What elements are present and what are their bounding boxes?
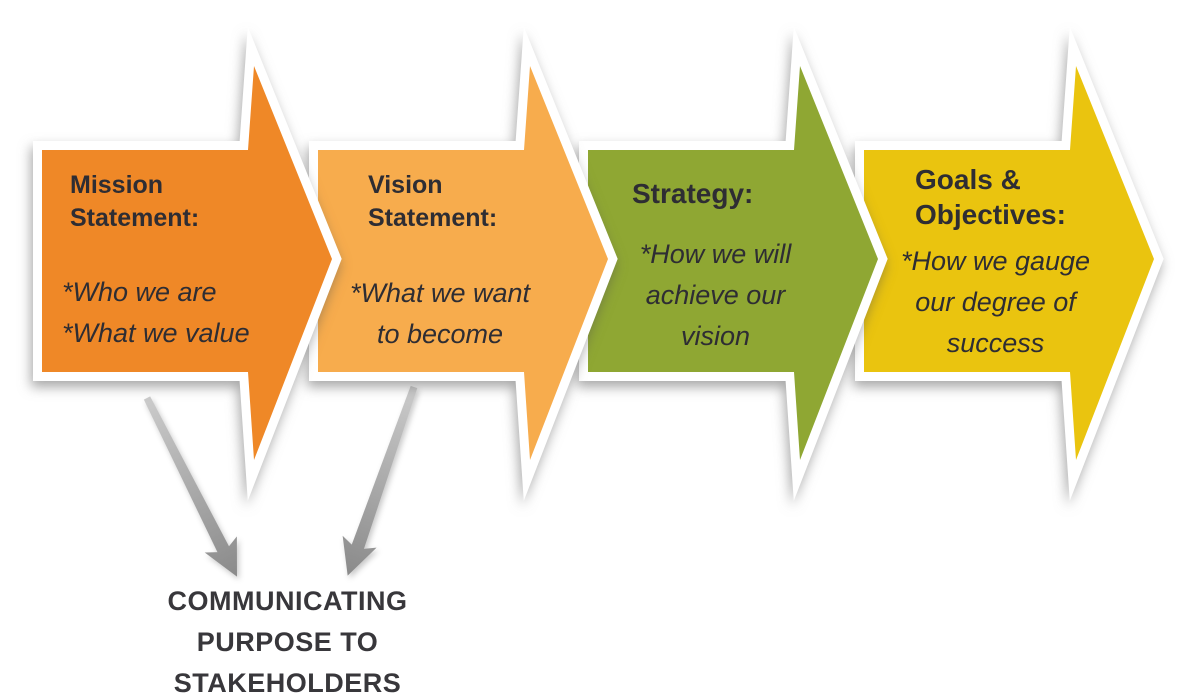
block-arrow-icon: [309, 26, 618, 501]
detail-line: our degree of: [915, 287, 1076, 317]
strategy-details: *How we will achieve our vision: [608, 234, 823, 357]
heading-line: Mission: [70, 171, 164, 199]
heading-line: Strategy:: [632, 178, 754, 209]
connector-arrows: [143, 385, 418, 577]
caption-line: PURPOSE TO: [196, 627, 379, 657]
heading-line: Statement:: [70, 204, 200, 232]
goals-objectives-arrow: Goals & Objectives: *How we gauge our de…: [854, 26, 1164, 501]
strategy-heading: Strategy:: [632, 176, 753, 211]
detail-line: vision: [680, 321, 751, 351]
heading-line: Statement:: [368, 204, 498, 232]
mission-arrow: Mission Statement: *Who we are *What we …: [32, 26, 342, 501]
block-arrow-icon: [855, 26, 1164, 501]
heading-line: Vision: [368, 171, 443, 199]
mission-heading: Mission Statement:: [70, 169, 199, 235]
detail-line: *What we value: [62, 318, 250, 348]
vision-heading: Vision Statement:: [368, 169, 497, 235]
block-arrow-icon: [579, 26, 888, 501]
detail-line: success: [946, 328, 1045, 358]
communicating-purpose-caption: COMMUNICATING PURPOSE TO STAKEHOLDERS: [125, 581, 450, 699]
down-arrow-icon: [342, 385, 418, 576]
down-arrow-icon: [143, 396, 237, 577]
detail-line: *How we will: [639, 239, 792, 269]
vision-details: *What we want to become: [330, 273, 550, 355]
caption-line: STAKEHOLDERS: [173, 668, 402, 698]
detail-line: *How we gauge: [900, 246, 1091, 276]
detail-line: *What we want: [349, 278, 531, 308]
detail-line: to become: [376, 319, 504, 349]
strategy-arrow: Strategy: *How we will achieve our visio…: [578, 26, 888, 501]
heading-line: Objectives:: [915, 199, 1066, 230]
mission-details: *Who we are *What we value: [62, 272, 282, 354]
vision-arrow: Vision Statement: *What we want to becom…: [308, 26, 618, 501]
caption-line: COMMUNICATING: [167, 586, 408, 616]
detail-line: achieve our: [645, 280, 786, 310]
goals-objectives-heading: Goals & Objectives:: [915, 162, 1066, 232]
detail-line: *Who we are: [62, 277, 217, 307]
goals-objectives-details: *How we gauge our degree of success: [888, 241, 1103, 364]
heading-line: Goals &: [915, 164, 1021, 195]
block-arrow-icon: [33, 26, 342, 501]
